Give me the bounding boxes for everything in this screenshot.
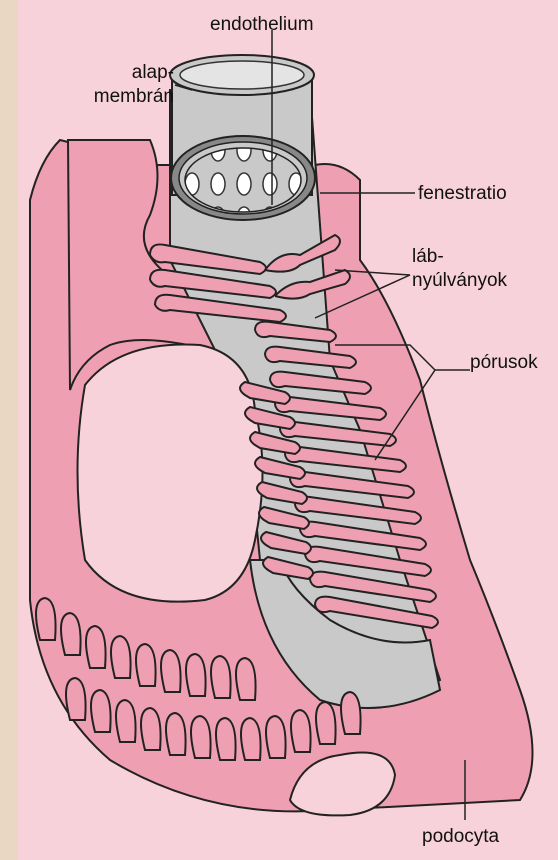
label-podocyta: podocyta	[422, 826, 499, 847]
label-fenestratio: fenestratio	[418, 183, 507, 204]
urinary-space	[78, 345, 263, 602]
label-porusok: pórusok	[470, 352, 538, 373]
label-endothelium: endothelium	[210, 14, 314, 35]
label-lab-line2: nyúlványok	[412, 270, 507, 291]
label-lab-line1: láb-	[412, 246, 444, 267]
label-alap-line2: membrán	[88, 86, 174, 107]
label-alap-line1: alap-	[104, 62, 174, 83]
capillary-cylinder	[170, 55, 315, 220]
